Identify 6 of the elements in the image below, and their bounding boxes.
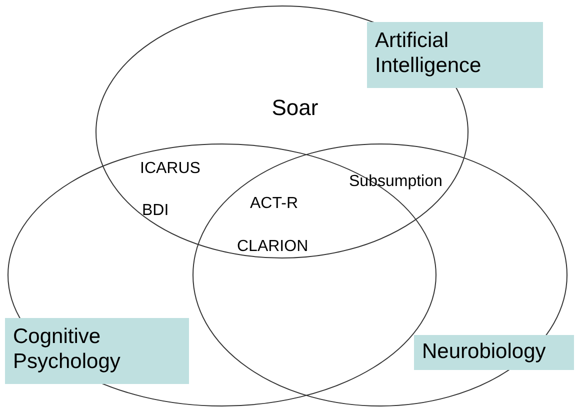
set-member-label: CLARION bbox=[237, 238, 308, 256]
set-member-label: BDI bbox=[142, 202, 169, 220]
set-member-label: Soar bbox=[272, 94, 318, 121]
set-member-label: ACT-R bbox=[250, 195, 298, 214]
set-member-label: ICARUS bbox=[140, 160, 200, 178]
category-label: Artificial Intelligence bbox=[367, 22, 543, 88]
